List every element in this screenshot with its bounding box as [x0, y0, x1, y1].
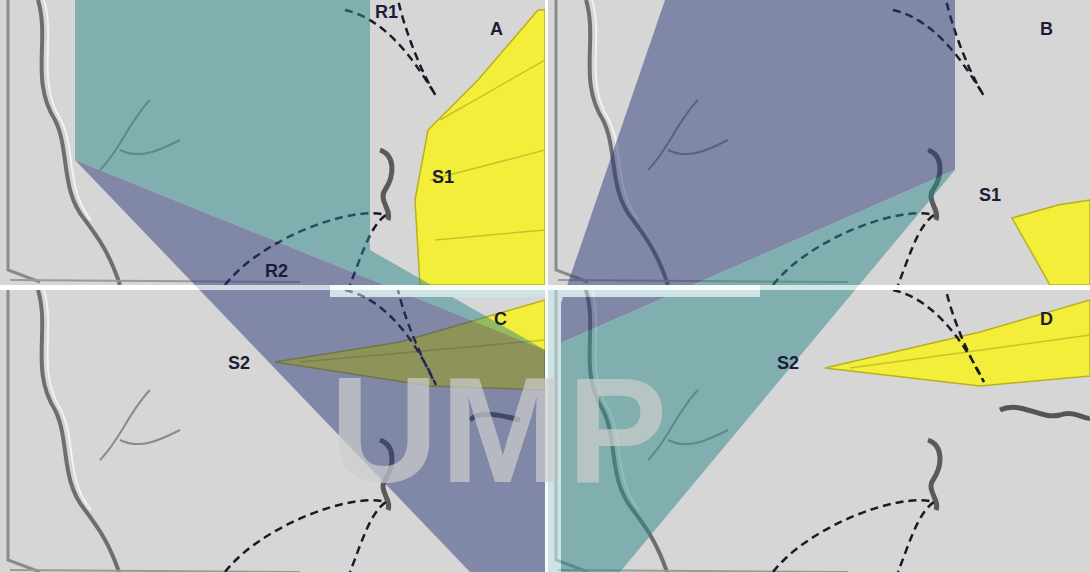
panel-label: S1 — [979, 186, 1001, 204]
panel-label: S1 — [432, 168, 454, 186]
panel-label: R1 — [375, 3, 398, 21]
panel-label: S2 — [228, 354, 250, 372]
panel-label: A — [490, 20, 503, 38]
panel-label: S2 — [777, 354, 799, 372]
panel-label: B — [1040, 20, 1053, 38]
panel-label: R2 — [265, 262, 288, 280]
watermark: UMP — [330, 355, 669, 505]
panel-label: D — [1040, 310, 1053, 328]
panel-label: C — [494, 310, 507, 328]
